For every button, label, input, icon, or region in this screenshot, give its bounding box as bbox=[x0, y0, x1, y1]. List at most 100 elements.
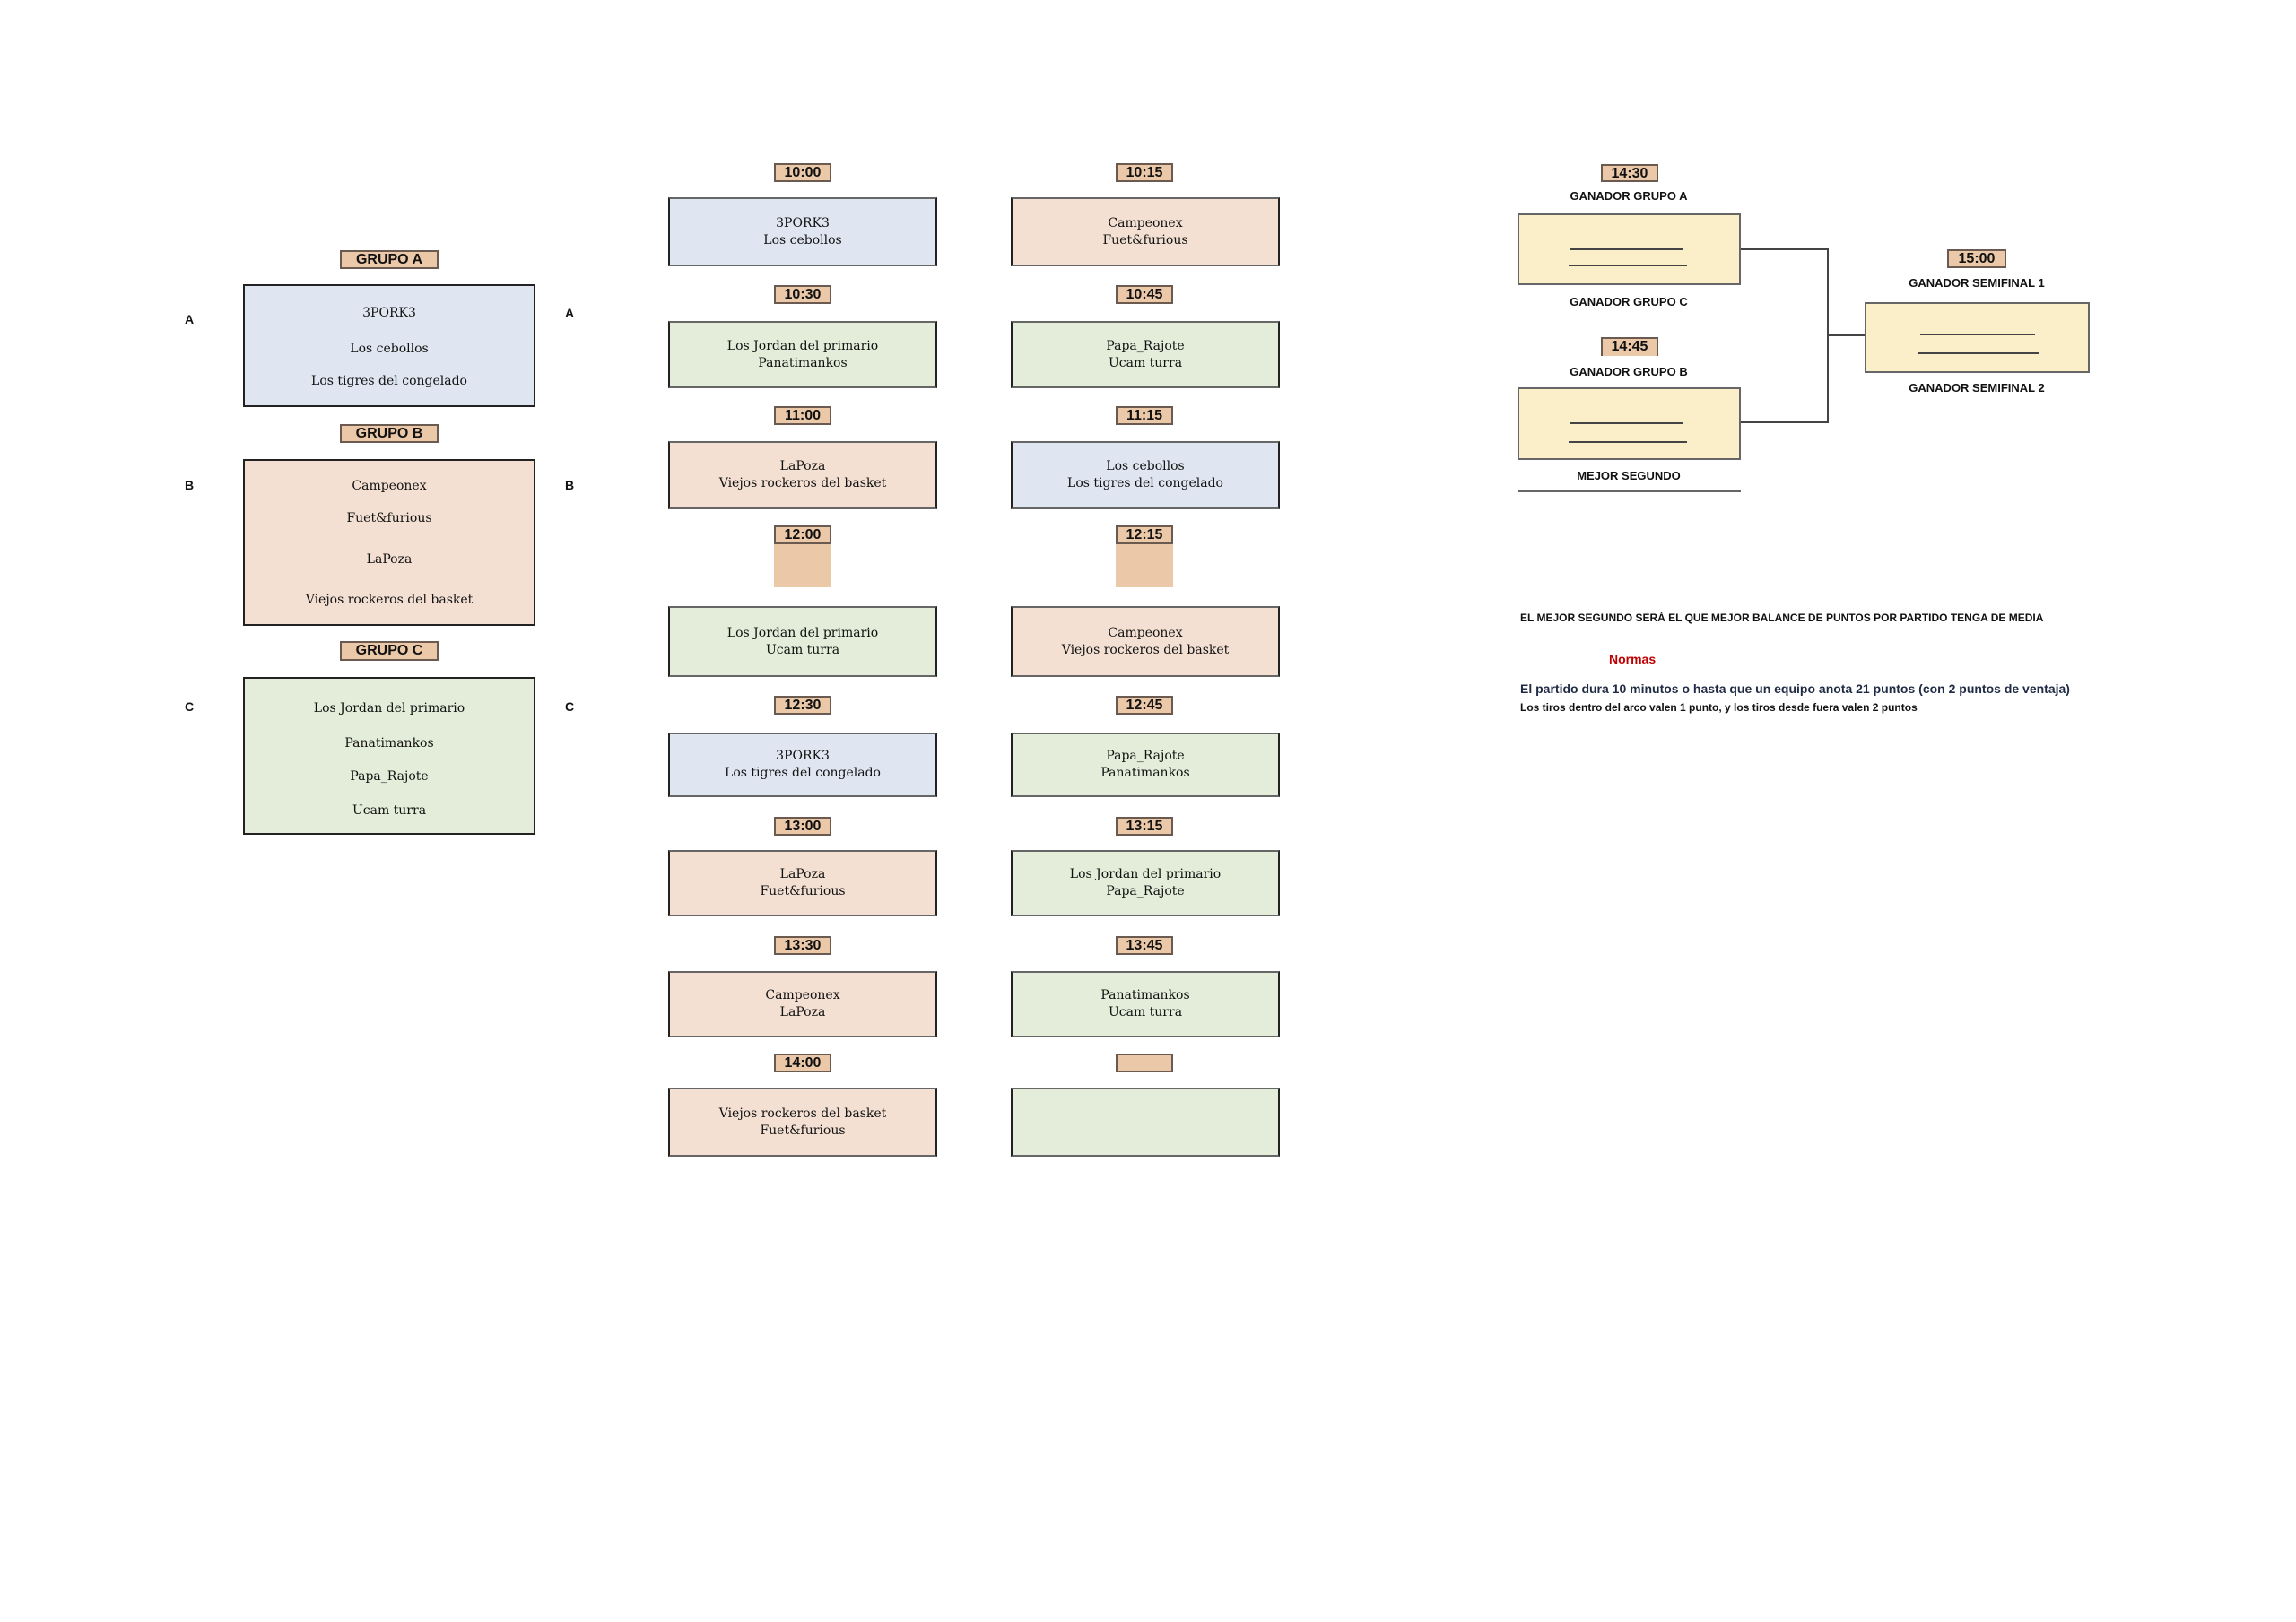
group-team: Ucam turra bbox=[352, 803, 427, 818]
final-box bbox=[1865, 302, 2090, 373]
match-team: Panatimankos bbox=[758, 355, 848, 370]
match-team: Campeonex bbox=[765, 988, 840, 1002]
match-box bbox=[1011, 1088, 1280, 1157]
match-team: Los Jordan del primario bbox=[726, 625, 879, 640]
match-team: Ucam turra bbox=[1108, 355, 1183, 370]
match-time-label: 12:45 bbox=[1116, 696, 1173, 715]
group-a-box: 3PORK3 Los cebollos Los tigres del conge… bbox=[243, 284, 535, 407]
rule-duration: El partido dura 10 minutos o hasta que u… bbox=[1520, 681, 2070, 696]
group-team: Los cebollos bbox=[350, 342, 429, 356]
match-team: Papa_Rajote bbox=[1106, 338, 1185, 353]
group-b-label: GRUPO B bbox=[340, 424, 439, 443]
final-top-caption: GANADOR SEMIFINAL 1 bbox=[1909, 276, 2045, 290]
semifinal-1-time: 14:30 bbox=[1601, 164, 1658, 182]
break-filler bbox=[1116, 544, 1173, 587]
match-time-label: 10:45 bbox=[1116, 285, 1173, 304]
semifinal-1-box bbox=[1518, 213, 1741, 285]
match-team: LaPoza bbox=[779, 1005, 826, 1019]
match-team: Los cebollos bbox=[1106, 459, 1185, 473]
group-a-letter-right: A bbox=[565, 306, 575, 320]
group-a-label: GRUPO A bbox=[340, 250, 439, 269]
group-b-letter-left: B bbox=[185, 478, 195, 492]
match-time-label: 11:00 bbox=[774, 406, 831, 425]
group-team: Panatimankos bbox=[344, 736, 434, 750]
match-team: LaPoza bbox=[779, 459, 826, 473]
group-team: Los tigres del congelado bbox=[311, 374, 467, 388]
match-time-label: 10:15 bbox=[1116, 163, 1173, 182]
match-team: LaPoza bbox=[779, 867, 826, 881]
bracket-connector bbox=[1741, 421, 1829, 423]
group-b-box: Campeonex Fuet&furious LaPoza Viejos roc… bbox=[243, 459, 535, 626]
match-time-label: 10:30 bbox=[774, 285, 831, 304]
match-team: Ucam turra bbox=[1108, 1005, 1183, 1019]
break-filler bbox=[774, 544, 831, 587]
final-bottom-caption: GANADOR SEMIFINAL 2 bbox=[1909, 381, 2045, 395]
match-time-label: 13:15 bbox=[1116, 817, 1173, 836]
blank-line bbox=[1569, 441, 1687, 443]
match-team: Papa_Rajote bbox=[1106, 749, 1185, 763]
blank-line bbox=[1569, 265, 1687, 266]
match-team: 3PORK3 bbox=[776, 215, 830, 230]
match-time-label: 13:30 bbox=[774, 936, 831, 955]
rules-title: Normas bbox=[1609, 652, 1657, 666]
match-time-label: 12:00 bbox=[774, 525, 831, 544]
blank-line bbox=[1518, 490, 1741, 492]
match-team: Viejos rockeros del basket bbox=[1061, 642, 1230, 657]
match-team: Campeonex bbox=[1108, 215, 1183, 230]
match-team: Fuet&furious bbox=[760, 884, 846, 898]
blank-line bbox=[1570, 248, 1683, 250]
match-time-label: 12:30 bbox=[774, 696, 831, 715]
group-team: Los Jordan del primario bbox=[313, 701, 465, 716]
final-time: 15:00 bbox=[1947, 249, 2006, 268]
semifinal-2-bottom-caption: MEJOR SEGUNDO bbox=[1577, 469, 1681, 482]
match-team: Ucam turra bbox=[765, 642, 840, 657]
match-team: Fuet&furious bbox=[760, 1123, 846, 1138]
match-team: Panatimankos bbox=[1100, 988, 1190, 1002]
match-team: Fuet&furious bbox=[1102, 232, 1188, 247]
group-b-letter-right: B bbox=[565, 478, 575, 492]
match-team: Viejos rockeros del basket bbox=[718, 476, 887, 490]
match-team: Los Jordan del primario bbox=[1069, 867, 1222, 881]
rule-points: Los tiros dentro del arco valen 1 punto,… bbox=[1520, 701, 1918, 714]
match-team: Los tigres del congelado bbox=[725, 766, 881, 780]
match-time-label bbox=[1116, 1054, 1173, 1072]
group-c-letter-right: C bbox=[565, 699, 575, 714]
group-team: Campeonex bbox=[352, 479, 427, 493]
blank-line bbox=[1570, 422, 1683, 424]
group-team: Fuet&furious bbox=[346, 511, 432, 525]
match-time-label: 13:00 bbox=[774, 817, 831, 836]
semifinal-1-bottom-caption: GANADOR GRUPO C bbox=[1570, 295, 1688, 308]
match-time-label: 14:00 bbox=[774, 1054, 831, 1072]
bracket-connector bbox=[1827, 334, 1866, 336]
match-time-label: 12:15 bbox=[1116, 525, 1173, 544]
group-team: Viejos rockeros del basket bbox=[305, 593, 474, 607]
match-team: Panatimankos bbox=[1100, 766, 1190, 780]
group-c-label: GRUPO C bbox=[340, 641, 439, 661]
group-c-letter-left: C bbox=[185, 699, 195, 714]
match-time-label: 10:00 bbox=[774, 163, 831, 182]
semifinal-2-top-caption: GANADOR GRUPO B bbox=[1570, 365, 1688, 378]
semifinal-2-box bbox=[1518, 387, 1741, 460]
group-team: Papa_Rajote bbox=[350, 769, 429, 784]
match-team: Campeonex bbox=[1108, 625, 1183, 640]
blank-line bbox=[1918, 352, 2039, 354]
blank-line bbox=[1920, 334, 2035, 335]
group-team: 3PORK3 bbox=[362, 306, 416, 320]
match-team: Los Jordan del primario bbox=[726, 338, 879, 353]
bracket-connector bbox=[1741, 248, 1829, 250]
group-team: LaPoza bbox=[366, 552, 413, 567]
